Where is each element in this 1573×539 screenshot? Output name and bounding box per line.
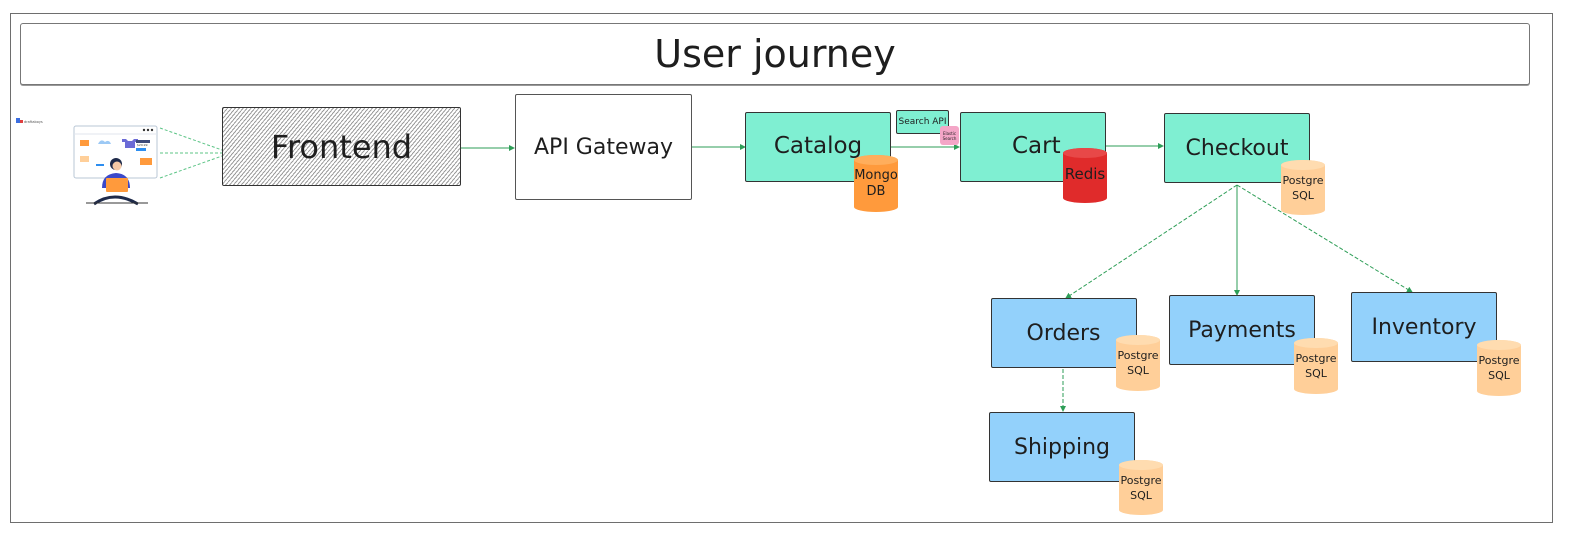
database-cylinder-icon [1119,460,1163,515]
diagram-title: User journey [20,23,1530,85]
edge-checkout-inventory [1236,184,1413,293]
cart-box[interactable]: Cart [960,112,1106,182]
inventory-postgres-line1: Postgre [1478,354,1520,367]
checkout-postgres-line2: SQL [1292,189,1314,202]
shipping-postgres-line1: Postgre [1120,474,1162,487]
database-cylinder-icon [1294,338,1338,394]
orders-label: Orders [1026,320,1101,346]
payments-label: Payments [1188,317,1296,343]
shipping-box[interactable]: Shipping [989,412,1135,482]
elastic-search-label: Elastic Search [942,130,957,141]
payments-postgres-cylinder[interactable]: Postgre SQL [1293,337,1339,396]
frontend-label: Frontend [270,127,413,166]
checkout-postgres-line1: Postgre [1282,174,1324,187]
elastic-search-badge: Elastic Search [940,126,959,145]
api-gateway-box[interactable]: API Gateway [515,94,692,200]
user-illustration: draftaboys $29.99 [16,116,161,208]
payments-postgres-line2: SQL [1305,367,1327,380]
checkout-postgres-cylinder[interactable]: Postgre SQL [1280,159,1326,217]
logo-text: draftaboys [24,120,43,124]
payments-postgres-line1: Postgre [1295,352,1337,365]
cart-label: Cart [1012,133,1061,159]
frontend-box[interactable]: Frontend [222,107,461,186]
payments-box[interactable]: Payments [1169,295,1315,365]
database-cylinder-icon [1477,340,1521,396]
inventory-postgres-line2: SQL [1488,369,1510,382]
edge-user-frontend-top [159,127,223,151]
database-cylinder-icon [1116,335,1160,391]
orders-box[interactable]: Orders [991,298,1137,368]
card-label: $29.99 [137,143,148,147]
search-api-label: Search API [898,117,947,127]
mongodb-line2: DB [866,184,886,199]
diagram-frame [10,13,1553,523]
database-cylinder-icon [854,155,898,212]
user-laptop-illustration-icon: draftaboys $29.99 [16,118,158,206]
orders-postgres-line2: SQL [1127,364,1149,377]
catalog-label: Catalog [773,133,863,159]
shipping-label: Shipping [1014,434,1110,460]
inventory-box[interactable]: Inventory [1351,292,1497,362]
orders-postgres-cylinder[interactable]: Postgre SQL [1115,334,1161,393]
database-cylinder-icon [1063,148,1107,203]
edge-checkout-orders [1065,184,1238,299]
redis-label: Redis [1064,165,1106,183]
edge-user-frontend-bottom [159,155,223,179]
orders-postgres-line1: Postgre [1117,349,1159,362]
database-cylinder-icon [1281,160,1325,215]
shipping-postgres-line2: SQL [1130,489,1152,502]
inventory-label: Inventory [1371,314,1477,340]
checkout-box[interactable]: Checkout [1164,113,1310,183]
inventory-postgres-cylinder[interactable]: Postgre SQL [1476,339,1522,398]
mongodb-line1: Mongo [854,168,898,183]
shipping-postgres-cylinder[interactable]: Postgre SQL [1118,459,1164,517]
checkout-label: Checkout [1185,135,1289,161]
redis-cylinder[interactable]: Redis [1062,147,1108,205]
mongodb-cylinder[interactable]: Mongo DB [853,154,899,214]
api-gateway-label: API Gateway [534,134,673,160]
